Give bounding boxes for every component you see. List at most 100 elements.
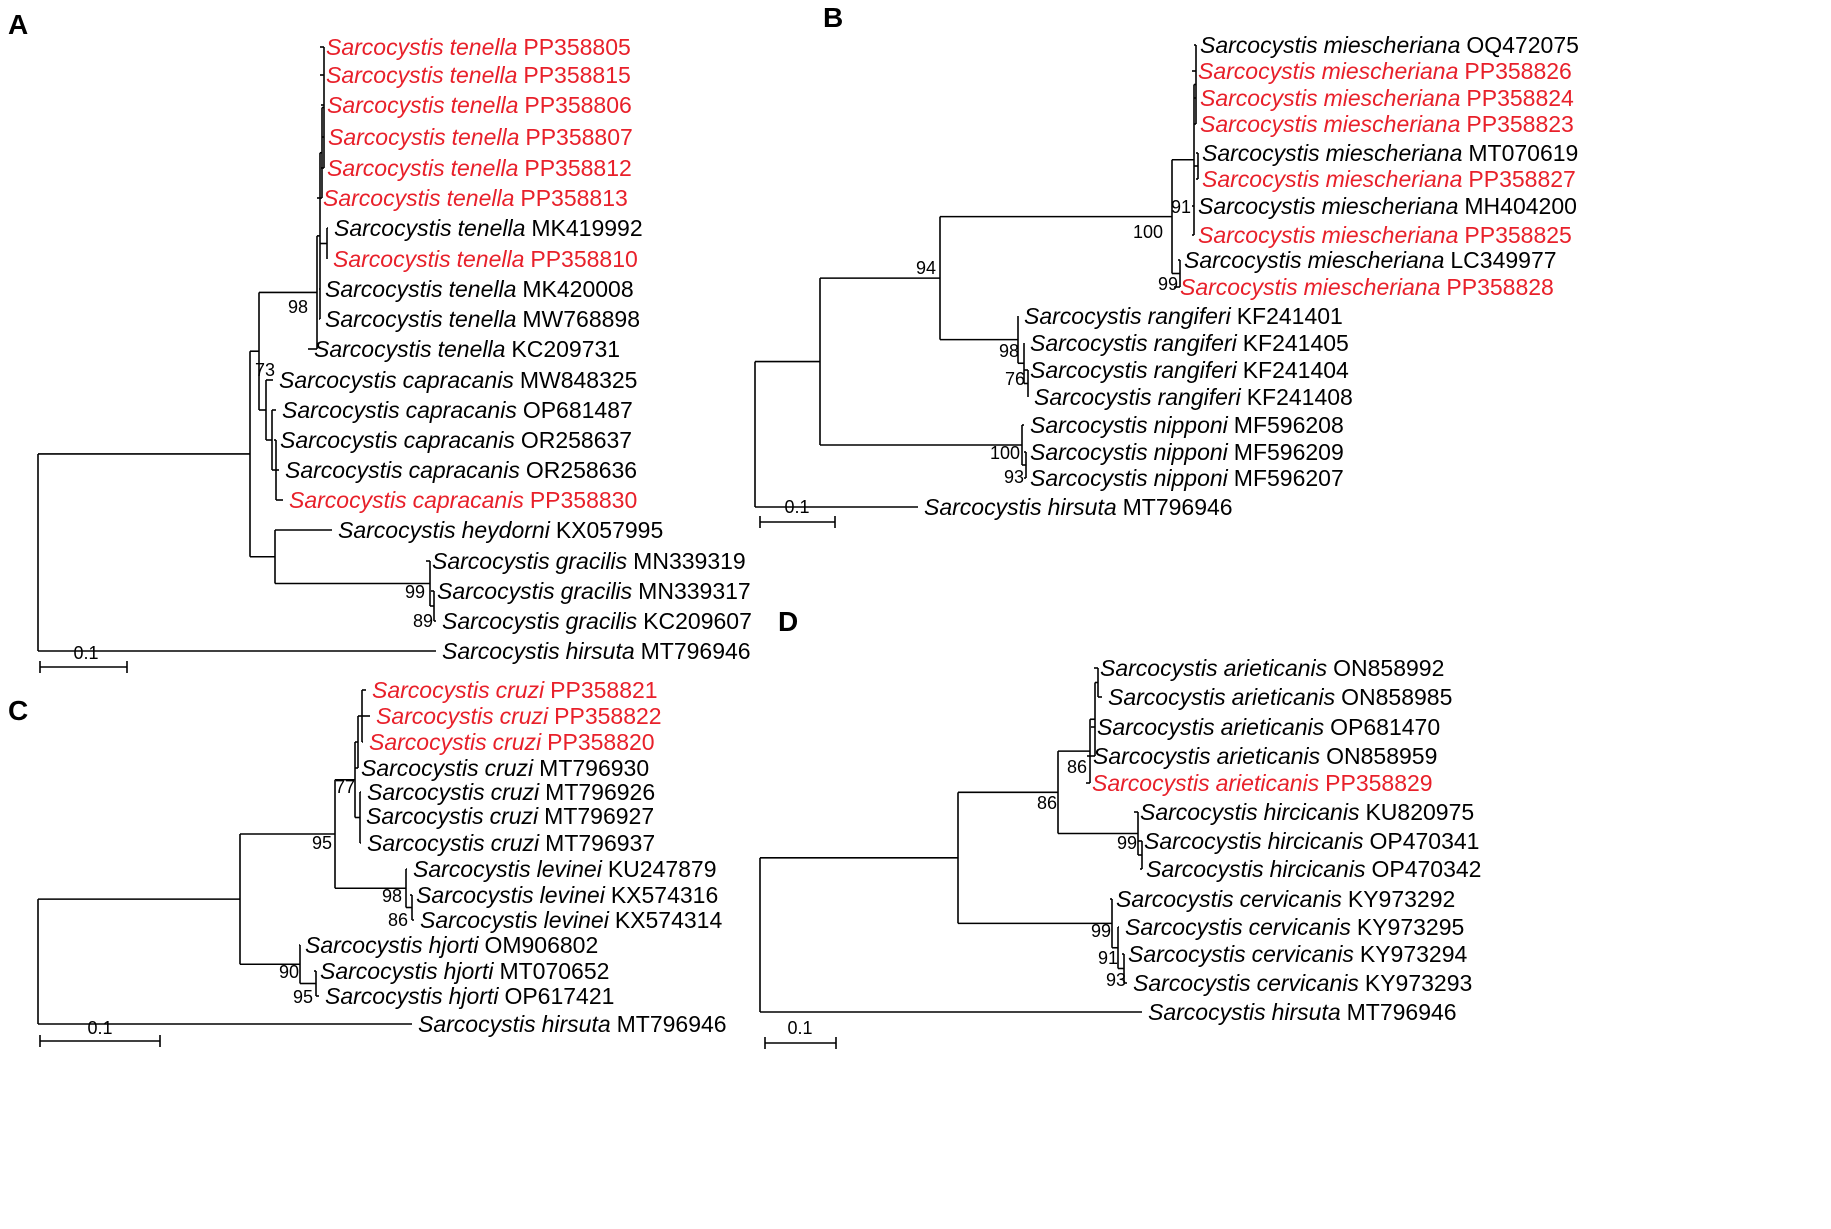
taxon-genus: Sarcocystis <box>327 92 445 118</box>
taxon-genus: Sarcocystis <box>416 882 534 908</box>
taxon-accession: KF241405 <box>1243 330 1349 356</box>
taxon-genus: Sarcocystis <box>1024 303 1142 329</box>
taxon-accession: ON858985 <box>1341 684 1452 710</box>
taxon-accession: MF596207 <box>1234 465 1344 491</box>
taxon-genus: Sarcocystis <box>320 958 438 984</box>
taxon-accession: MT796946 <box>641 638 751 664</box>
taxon-species: tenella <box>452 124 520 150</box>
taxon-genus: Sarcocystis <box>1198 58 1316 84</box>
taxon-genus: Sarcocystis <box>289 487 407 513</box>
bootstrap-value: 90 <box>279 962 299 982</box>
taxon-accession: PP358820 <box>547 729 654 755</box>
taxon-genus: Sarcocystis <box>1146 856 1264 882</box>
taxon-accession: MW768898 <box>522 306 640 332</box>
taxon-genus: Sarcocystis <box>1108 684 1226 710</box>
taxon-genus: Sarcocystis <box>1200 85 1318 111</box>
bootstrap-value: 91 <box>1098 948 1118 968</box>
taxon-species: tenella <box>451 92 519 118</box>
taxon-genus: Sarcocystis <box>305 932 423 958</box>
taxon-species: cervicanis <box>1257 970 1360 996</box>
taxon-genus: Sarcocystis <box>418 1011 536 1037</box>
taxon-species: hjorti <box>444 958 495 984</box>
taxon-accession: PP358815 <box>523 62 630 88</box>
bootstrap-value: 99 <box>1158 274 1178 294</box>
taxon-genus: Sarcocystis <box>328 124 446 150</box>
taxon-species: hjorti <box>429 932 480 958</box>
taxon-genus: Sarcocystis <box>327 155 445 181</box>
taxon-species: tenella <box>451 155 519 181</box>
taxon-genus: Sarcocystis <box>367 779 485 805</box>
taxon-accession: KU820975 <box>1365 799 1474 825</box>
taxon-species: arieticanis <box>1221 714 1325 740</box>
panel-label: D <box>778 606 798 637</box>
taxon-accession: OP470341 <box>1369 828 1479 854</box>
taxon-genus: Sarcocystis <box>1030 439 1148 465</box>
taxon-accession: KY973295 <box>1357 914 1464 940</box>
taxon-accession: KF241401 <box>1237 303 1343 329</box>
taxon-accession: MK419992 <box>531 215 642 241</box>
bootstrap-value: 98 <box>288 297 308 317</box>
taxon-species: cervicanis <box>1249 914 1352 940</box>
taxon-genus: Sarcocystis <box>1093 743 1211 769</box>
bootstrap-value: 100 <box>1133 222 1163 242</box>
taxon-accession: MT796930 <box>539 755 649 781</box>
taxon-genus: Sarcocystis <box>1092 770 1210 796</box>
taxon-species: miescheriana <box>1304 274 1441 300</box>
taxon-accession: MT796946 <box>617 1011 727 1037</box>
taxon-genus: Sarcocystis <box>924 494 1042 520</box>
taxon-species: capracanis <box>403 367 515 393</box>
taxon-genus: Sarcocystis <box>361 755 479 781</box>
taxon-species: tenella <box>449 306 517 332</box>
taxon-genus: Sarcocystis <box>285 457 403 483</box>
taxon-accession: KX574314 <box>615 907 723 933</box>
taxon-species: gracilis <box>556 548 628 574</box>
taxon-genus: Sarcocystis <box>323 185 441 211</box>
taxon-accession: KY973293 <box>1365 970 1472 996</box>
taxon-species: capracanis <box>413 487 525 513</box>
taxon-genus: Sarcocystis <box>366 803 484 829</box>
panel-label: B <box>823 2 843 33</box>
taxon-accession: MW848325 <box>520 367 638 393</box>
taxon-accession: MT070619 <box>1468 140 1578 166</box>
taxon-species: heydorni <box>462 517 551 543</box>
bootstrap-value: 95 <box>312 833 332 853</box>
taxon-accession: PP358807 <box>525 124 632 150</box>
taxon-species: gracilis <box>561 578 633 604</box>
taxon-accession: OP681470 <box>1330 714 1440 740</box>
taxon-species: arieticanis <box>1224 655 1328 681</box>
taxon-accession: MH404200 <box>1464 193 1577 219</box>
scale-bar-label: 0.1 <box>784 497 809 517</box>
taxon-accession: MN339319 <box>633 548 746 574</box>
taxon-accession: OR258636 <box>526 457 637 483</box>
bootstrap-value: 89 <box>413 611 433 631</box>
taxon-species: capracanis <box>406 397 518 423</box>
taxon-genus: Sarcocystis <box>1184 247 1302 273</box>
taxon-genus: Sarcocystis <box>1202 166 1320 192</box>
taxon-species: rangiferi <box>1154 330 1238 356</box>
taxon-genus: Sarcocystis <box>413 856 531 882</box>
taxon-genus: Sarcocystis <box>1125 914 1243 940</box>
bootstrap-value: 95 <box>293 987 313 1007</box>
taxon-accession: PP358821 <box>550 677 657 703</box>
taxon-species: levinei <box>540 882 606 908</box>
bootstrap-value: 91 <box>1171 197 1191 217</box>
